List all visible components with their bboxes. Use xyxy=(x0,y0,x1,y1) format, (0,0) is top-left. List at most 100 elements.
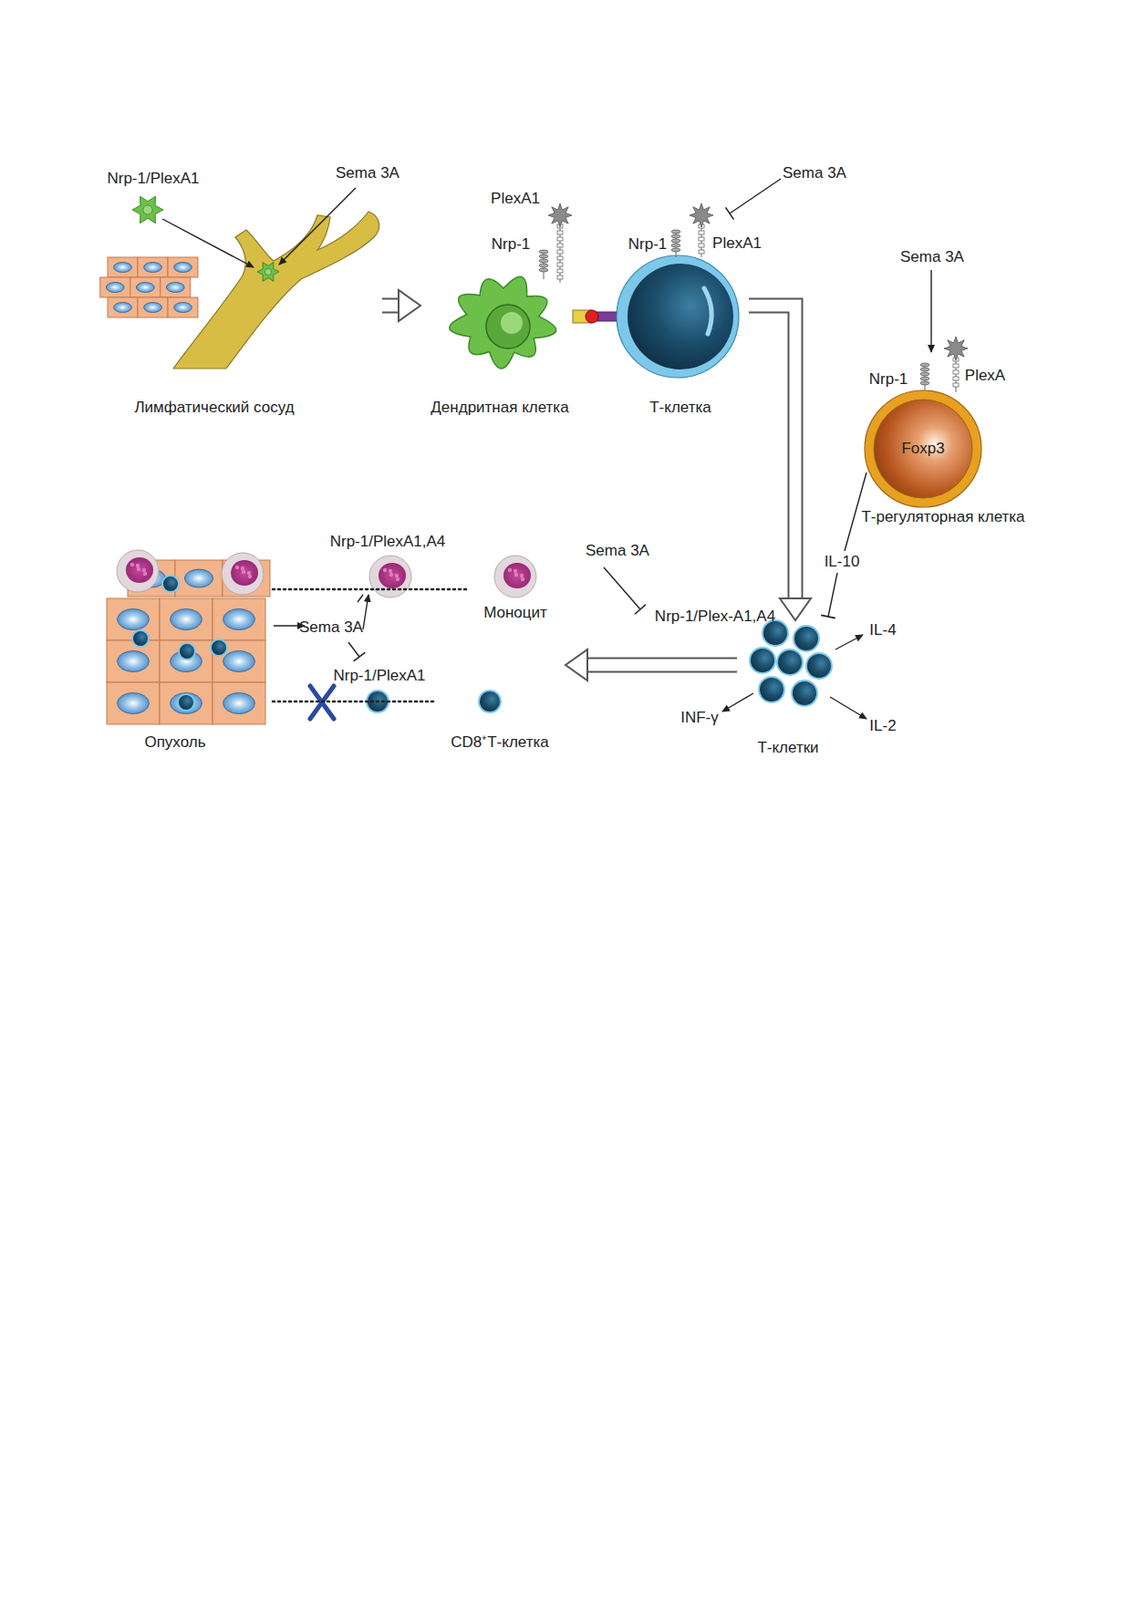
treg-body xyxy=(873,399,973,499)
granule xyxy=(388,569,393,573)
granule xyxy=(130,562,135,567)
tissue-cell xyxy=(137,257,168,278)
leader-line xyxy=(930,269,932,353)
cell-nucleus xyxy=(105,282,125,293)
dendritic-cell-node: Дендритная клетка xyxy=(424,238,580,420)
annotation-label: Nrp-1/PlexA1,A4 xyxy=(330,532,447,551)
node-caption: Т-клетка xyxy=(649,398,712,417)
cell-nucleus xyxy=(144,262,163,273)
inhibit-line xyxy=(828,572,838,617)
plexin-domain xyxy=(557,249,563,254)
monocyte-nucleus xyxy=(503,562,531,589)
plexin-domain xyxy=(953,376,959,381)
t-cell xyxy=(132,630,149,647)
annotation-label: IL-4 xyxy=(869,621,896,640)
tissue-cell xyxy=(167,257,198,278)
annotation-label: Sema 3A xyxy=(900,248,965,267)
granule xyxy=(240,566,245,571)
leader-line xyxy=(835,634,863,650)
node-caption: Моноцит xyxy=(483,603,548,623)
tumor-node: Опухоль xyxy=(102,551,271,755)
nrp-domain xyxy=(671,238,681,243)
plexin-domain xyxy=(557,243,563,248)
cell-nucleus xyxy=(135,282,155,293)
t-cell xyxy=(162,575,179,592)
inhibit-bar xyxy=(820,614,836,618)
annotation-label: PlexA1 xyxy=(490,189,540,208)
nrp-domain xyxy=(539,249,549,254)
plexin-domain xyxy=(557,269,563,273)
dendritic-cell-small xyxy=(257,262,280,282)
cell-nucleus xyxy=(117,651,150,673)
dc-nucleolus xyxy=(500,311,523,334)
plexin-domain xyxy=(698,237,705,241)
t-cell xyxy=(210,639,228,656)
lymph-vessel xyxy=(173,211,380,369)
monocyte-nucleus xyxy=(125,557,154,583)
plexin-domain xyxy=(953,383,959,387)
inhibit-bar xyxy=(634,604,646,614)
hollow-arrow-head xyxy=(565,649,588,681)
cell-nucleus xyxy=(264,268,271,275)
tissue-cell xyxy=(107,297,138,318)
annotation-label: PlexA1 xyxy=(712,234,762,253)
plexin-domain xyxy=(557,237,563,241)
granule xyxy=(395,577,400,582)
t-cell xyxy=(758,676,785,703)
cd8-cell-node: CD8⁺Т-клетка xyxy=(435,679,562,755)
inhibit-bar xyxy=(353,652,366,662)
cell-nucleus xyxy=(223,651,256,673)
node-caption: Опухоль xyxy=(144,733,206,752)
hollow-arrow-head xyxy=(779,598,811,621)
annotation-label: Sema 3A xyxy=(335,164,400,183)
nrp-domain xyxy=(671,248,681,252)
dc-nucleus xyxy=(486,304,530,349)
dotted-connector xyxy=(272,700,435,704)
leader-line xyxy=(722,693,754,712)
treg-membrane xyxy=(864,390,982,508)
t-cells-node: Т-клетки xyxy=(740,622,836,759)
plexin-domain xyxy=(953,370,959,374)
monocyte xyxy=(116,549,159,592)
plexin-domain xyxy=(557,262,563,267)
hollow-arrow-outline xyxy=(382,298,399,314)
granule xyxy=(135,563,140,568)
tissue-cell xyxy=(212,598,266,641)
cell-nucleus xyxy=(144,302,163,313)
ligand-star xyxy=(689,203,714,228)
plexin-domain xyxy=(698,230,705,235)
cell-nucleus xyxy=(117,609,150,631)
annotation-label: Nrp-1 xyxy=(491,235,531,254)
cell-nucleus xyxy=(117,693,150,715)
monocyte-nucleus xyxy=(230,560,259,586)
cell-nucleus xyxy=(114,302,133,313)
edge-connector xyxy=(382,290,421,322)
plexin-domain xyxy=(953,363,959,368)
leader-line xyxy=(357,594,364,602)
tissue-cell xyxy=(100,277,131,298)
granule xyxy=(514,572,519,577)
nrp-domain xyxy=(539,259,549,263)
monocyte xyxy=(369,555,412,598)
tissue-cell xyxy=(106,640,160,683)
node-caption: CD8⁺Т-клетка xyxy=(450,733,550,752)
treg-node: Foxp3Т-регуляторная клетка xyxy=(848,387,1040,534)
t-cell xyxy=(177,694,195,711)
t-cell xyxy=(777,649,803,675)
annotation-label: Nrp-1 xyxy=(869,370,909,389)
hollow-arrow-head xyxy=(398,290,421,322)
annotation-label: Nrp-1/PlexA1 xyxy=(332,666,426,685)
t-cell xyxy=(806,653,832,679)
node-caption: Дендритная клетка xyxy=(430,398,569,417)
hollow-arrow-fill xyxy=(382,300,399,312)
granule xyxy=(508,568,512,572)
monocyte-nucleus xyxy=(378,562,406,589)
cell-nucleus xyxy=(223,609,256,631)
annotation-label: Nrp-1/PlexA1 xyxy=(106,169,199,188)
granule xyxy=(519,573,524,578)
tissue-cell xyxy=(167,297,198,318)
cell-nucleus xyxy=(174,262,193,273)
nrp-domain xyxy=(671,243,681,248)
dendritic-cell xyxy=(449,276,557,369)
highlight xyxy=(704,288,712,334)
